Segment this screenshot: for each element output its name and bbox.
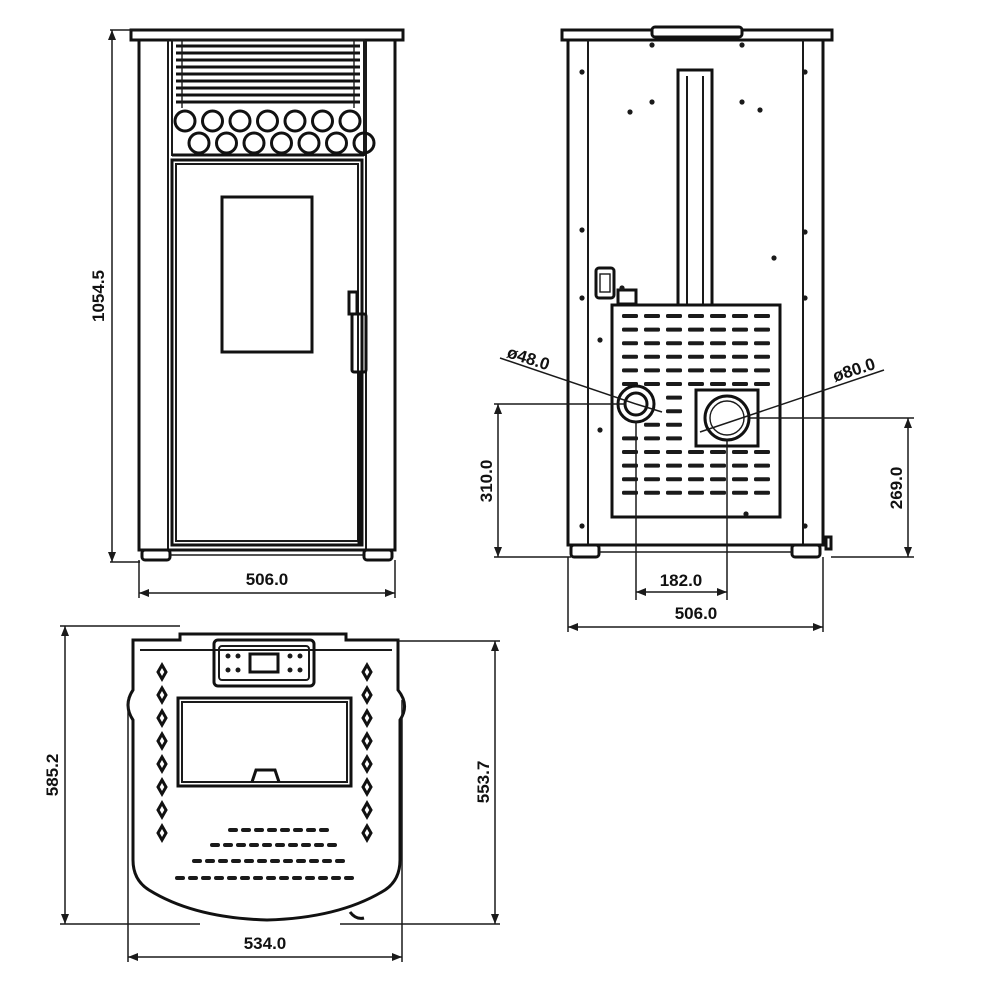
- top-decor-diamonds: [156, 661, 373, 844]
- power-socket: [594, 266, 616, 300]
- front-dimensions: 1054.5 506.0: [89, 29, 396, 598]
- back-dimensions: ø48.0 ø80.0 310.0 269.0 182.0 506.0: [477, 343, 914, 632]
- back-screws: [579, 42, 808, 529]
- back-outlet-height-label: 310.0: [477, 460, 496, 503]
- power-switch: [616, 288, 638, 306]
- back-vent-slots: [622, 314, 770, 495]
- control-buttons: [225, 653, 303, 673]
- control-panel: [212, 638, 316, 688]
- back-air-channel: [676, 68, 714, 307]
- control-display: [248, 652, 280, 674]
- front-grille: [171, 39, 376, 157]
- front-view: [129, 28, 405, 562]
- top-vent-slots: [175, 828, 354, 880]
- front-door: [170, 158, 364, 547]
- top-inner-depth-label: 553.7: [474, 761, 493, 804]
- back-foot-left: [569, 543, 601, 559]
- diameter-small-label: ø48.0: [505, 343, 552, 375]
- front-height-label: 1054.5: [89, 270, 108, 322]
- back-earth-tab: [824, 535, 833, 551]
- top-depth-label: 585.2: [43, 754, 62, 797]
- front-foot-left: [140, 548, 172, 562]
- front-window: [220, 195, 314, 354]
- top-dimensions: 585.2 553.7 534.0: [43, 625, 500, 962]
- front-foot-right: [362, 548, 394, 562]
- top-outline: [126, 632, 406, 922]
- hopper-lid: [176, 696, 353, 788]
- top-cable: [348, 911, 365, 920]
- back-view: [560, 25, 834, 559]
- back-vent-panel: [610, 303, 782, 519]
- front-width-label: 506.0: [246, 570, 289, 589]
- back-flue-height-label: 269.0: [887, 467, 906, 510]
- top-width-label: 534.0: [244, 934, 287, 953]
- back-width-label: 506.0: [675, 604, 718, 623]
- back-foot-right: [790, 543, 822, 559]
- back-top-collar: [650, 25, 744, 39]
- door-handle-top: [347, 290, 359, 316]
- hopper-lid-handle: [250, 768, 281, 783]
- top-view: [126, 632, 406, 922]
- back-spacing-label: 182.0: [660, 571, 703, 590]
- diameter-large-label: ø80.0: [830, 354, 877, 386]
